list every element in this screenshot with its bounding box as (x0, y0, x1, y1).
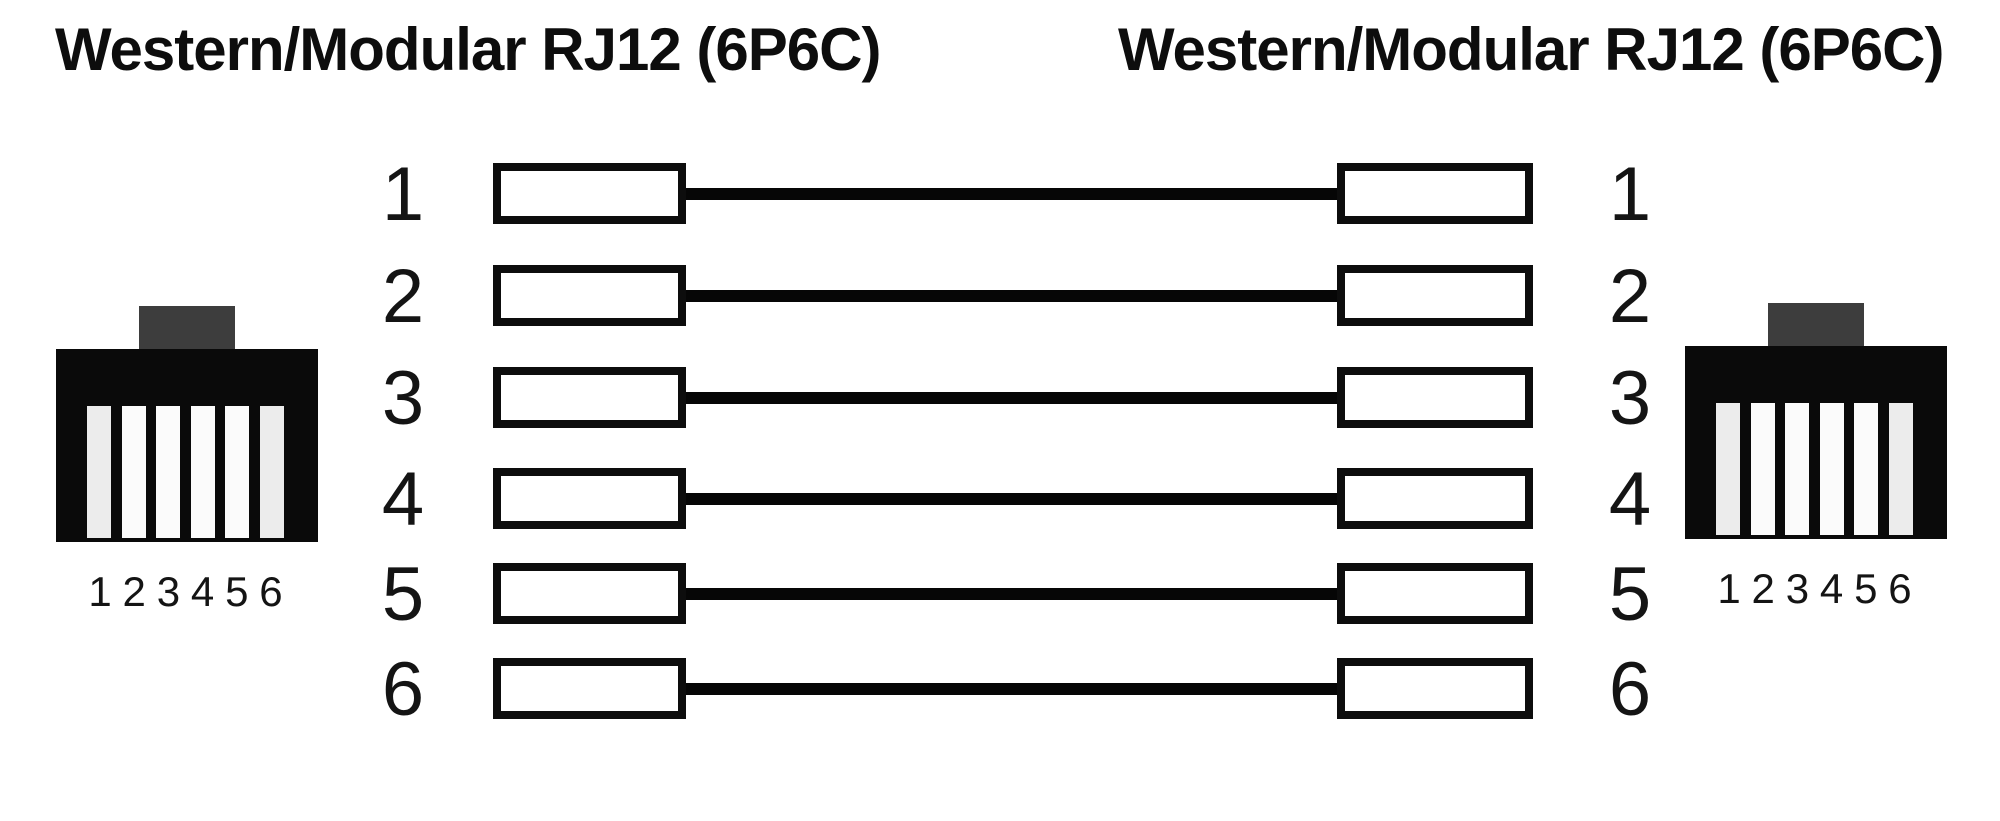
rj12-plug-left-icon: 1 2 3 4 5 6 (56, 306, 318, 615)
pin-slot (121, 406, 146, 538)
left-pin-number: 1 (381, 152, 425, 237)
right-pin-contact-box (1337, 468, 1533, 529)
right-pin-contact-box (1337, 367, 1533, 428)
wire-line (680, 290, 1342, 302)
wire-row-4: 4 4 (0, 457, 2000, 542)
right-pin-number: 4 (1608, 457, 1652, 542)
plug-body (1685, 346, 1947, 539)
plug-clip-tab (139, 306, 235, 349)
left-pin-contact-box (493, 658, 686, 719)
right-pin-number: 6 (1608, 647, 1652, 732)
wire-row-1: 1 1 (0, 152, 2000, 237)
pin-number-label: 5 (225, 568, 249, 615)
wire-line (680, 588, 1342, 600)
plug-pin-slots (87, 406, 284, 538)
pin-slot (87, 406, 111, 538)
right-pin-number: 2 (1608, 254, 1652, 339)
wire-line (680, 188, 1342, 200)
wire-row-2: 2 2 (0, 254, 2000, 339)
left-pin-number: 3 (381, 356, 425, 441)
pin-number-label: 3 (156, 568, 181, 615)
right-pin-number: 5 (1608, 552, 1652, 637)
wire-row-5: 5 5 (0, 552, 2000, 637)
pin-slot (1888, 403, 1913, 535)
left-pin-contact-box (493, 265, 686, 326)
left-connector-title: Western/Modular RJ12 (6P6C) (55, 16, 881, 83)
pin-number-label: 4 (190, 568, 215, 615)
pin-number-label: 5 (1854, 565, 1878, 612)
wire-line (680, 683, 1342, 695)
pin-number-label: 3 (1785, 565, 1810, 612)
right-pin-contact-box (1337, 563, 1533, 624)
left-pin-number: 2 (381, 254, 425, 339)
left-pin-contact-box (493, 367, 686, 428)
pin-slot (190, 406, 215, 538)
left-pin-number: 6 (381, 647, 425, 732)
plug-pin-slots (1716, 403, 1913, 535)
pin-number-label: 6 (1888, 565, 1912, 612)
plug-clip-tab (1768, 303, 1864, 346)
right-pin-contact-box (1337, 163, 1533, 224)
pin-number-label: 1 (1717, 565, 1741, 612)
pin-slot (1819, 403, 1844, 535)
pin-number-label: 6 (259, 568, 283, 615)
right-connector-title: Western/Modular RJ12 (6P6C) (1118, 16, 1944, 83)
right-pin-number: 3 (1608, 356, 1652, 441)
pin-slot (1785, 403, 1810, 535)
left-pin-number: 5 (381, 552, 425, 637)
pin-number-label: 4 (1819, 565, 1844, 612)
pin-slot (1750, 403, 1775, 535)
plug-pin-numbers: 1 2 3 4 5 6 (1716, 565, 1913, 612)
pin-slot (156, 406, 181, 538)
plug-pin-numbers: 1 2 3 4 5 6 (87, 568, 284, 615)
wire-line (680, 493, 1342, 505)
wire-line (680, 392, 1342, 404)
right-pin-number: 1 (1608, 152, 1652, 237)
rj12-plug-right-icon: 1 2 3 4 5 6 (1685, 303, 1947, 612)
pin-slot (225, 406, 250, 538)
plug-body (56, 349, 318, 542)
left-pin-contact-box (493, 563, 686, 624)
pin-slot (1854, 403, 1879, 535)
pin-slot (259, 406, 284, 538)
pin-slot (1716, 403, 1740, 535)
pin-number-label: 2 (1751, 565, 1775, 612)
left-pin-number: 4 (381, 457, 425, 542)
pin-number-label: 2 (122, 568, 146, 615)
wire-row-3: 3 3 (0, 356, 2000, 441)
right-pin-contact-box (1337, 658, 1533, 719)
wire-row-6: 6 6 (0, 647, 2000, 732)
left-pin-contact-box (493, 163, 686, 224)
pin-number-label: 1 (88, 568, 112, 615)
right-pin-contact-box (1337, 265, 1533, 326)
left-pin-contact-box (493, 468, 686, 529)
